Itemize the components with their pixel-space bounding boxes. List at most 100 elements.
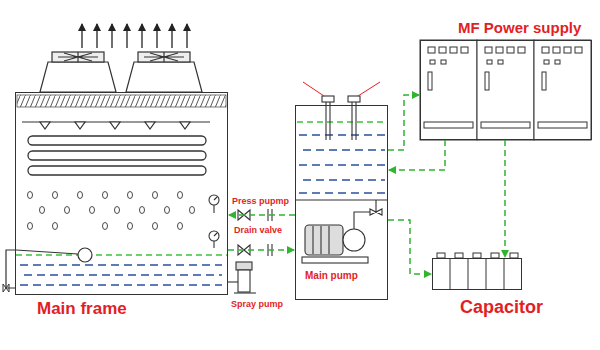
meter [450, 47, 457, 53]
cell-divider [468, 258, 469, 290]
tank-divider [296, 199, 387, 200]
drop [65, 207, 70, 214]
heat-exchange-coils [28, 136, 206, 175]
pipe-connector [388, 140, 445, 170]
drop [115, 207, 120, 214]
indicator [555, 60, 560, 64]
fan-blades [144, 52, 184, 62]
airflow-arrow [126, 24, 127, 48]
fan-guard [52, 52, 104, 62]
cell-divider [486, 258, 487, 290]
drop [78, 192, 83, 199]
meter [496, 47, 503, 53]
water-dash [299, 164, 385, 166]
gauge-stem [213, 241, 214, 248]
indicator [544, 60, 549, 64]
signal-lead [303, 82, 324, 96]
door-handle [542, 72, 546, 90]
float-ball [78, 248, 92, 262]
signal-lead [358, 82, 380, 96]
motor-rib [312, 226, 313, 254]
drop [140, 207, 145, 214]
vent-strip [424, 122, 473, 128]
gauge [209, 195, 219, 205]
pipe-connector [504, 140, 506, 258]
coil [28, 166, 206, 175]
pump-motor [236, 262, 252, 270]
drop [28, 192, 33, 199]
meter [461, 47, 468, 53]
electrode [329, 100, 330, 140]
water-dash [303, 149, 385, 151]
component-heading: Capacitor [460, 297, 543, 318]
pressure-gauges [209, 195, 219, 248]
tank-water [299, 135, 385, 193]
water-dash [20, 284, 222, 286]
drift-eliminator [17, 95, 226, 107]
component-label: Main pump [305, 270, 358, 282]
gauge-stem [213, 205, 214, 213]
meter [518, 47, 525, 53]
pipe-connector [388, 95, 420, 150]
spray-header [22, 122, 210, 129]
level-electrodes [322, 96, 360, 140]
electrode [325, 100, 326, 140]
pump-tank: Main pump [295, 105, 388, 300]
drop [53, 192, 58, 199]
pump-pipe [228, 281, 238, 282]
motor-rib [328, 226, 329, 254]
airflow-arrow [141, 24, 142, 48]
pump-base [302, 257, 368, 263]
drop [28, 223, 33, 230]
cabinet [534, 40, 591, 140]
indicator [498, 60, 503, 64]
nozzle [110, 122, 120, 129]
indicator [441, 60, 446, 64]
part-label: Spray pump [230, 299, 284, 309]
airflow-arrow [81, 24, 82, 48]
pump-motor [305, 225, 343, 255]
drop [53, 223, 58, 230]
part-label: Press pupmp [231, 196, 290, 206]
door-handle [428, 72, 432, 90]
meter [428, 47, 435, 53]
drain-valve-symbol [3, 284, 9, 292]
motor-rib [320, 226, 321, 254]
airflow-arrows [82, 24, 187, 48]
pump-body [238, 270, 250, 292]
float-arm [16, 250, 78, 254]
water-dash [299, 134, 385, 136]
overflow-pipe [6, 250, 15, 288]
water-dash [24, 274, 222, 276]
connector-group [228, 95, 505, 274]
drop [178, 223, 183, 230]
fan-housing [126, 62, 202, 92]
gauge-needle [214, 233, 217, 236]
capacitor-bank: Capacitor [432, 258, 522, 290]
drop [153, 192, 158, 199]
drop [128, 192, 133, 199]
component-heading: MF Power supply [458, 19, 581, 36]
nozzle [75, 122, 85, 129]
meter [439, 47, 446, 53]
coil [28, 151, 206, 160]
water-dash [299, 192, 385, 194]
meter [564, 47, 571, 53]
nozzle [145, 122, 155, 129]
spray-drops [28, 192, 195, 230]
pipe-connector [228, 249, 295, 251]
vent-strip [481, 122, 530, 128]
pipe-connector [228, 214, 295, 216]
water-level [16, 254, 227, 256]
nozzle [180, 122, 190, 129]
drop [178, 192, 183, 199]
water-dash [20, 264, 222, 266]
indicator [487, 60, 492, 64]
pump-riser [354, 200, 376, 229]
electrode [351, 100, 352, 140]
cabinet [477, 40, 534, 140]
fan-housing [40, 62, 116, 92]
meter [542, 47, 549, 53]
power-cabinets [420, 40, 591, 140]
